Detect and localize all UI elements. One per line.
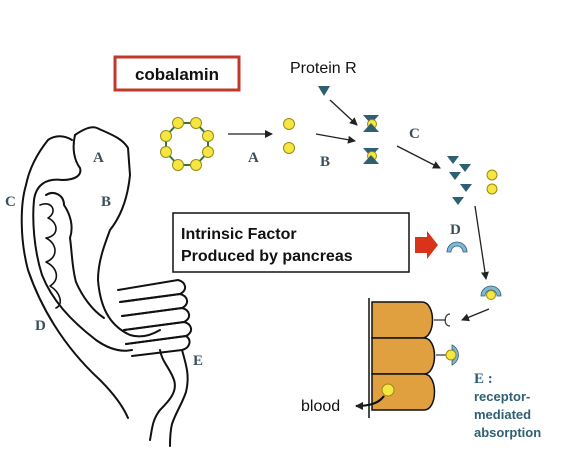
degraded-r-protein bbox=[447, 156, 472, 205]
digestive-tract-drawing bbox=[20, 126, 192, 447]
receptor-empty bbox=[434, 313, 451, 327]
protein-r-label: Protein R bbox=[290, 60, 357, 77]
enterocyte-2 bbox=[371, 337, 436, 375]
stomach-label-c: C bbox=[5, 194, 16, 210]
stomach-label-a: A bbox=[93, 150, 104, 166]
intrinsic-factor-line2: Produced by pancreas bbox=[181, 248, 353, 265]
released-cobalamin bbox=[486, 169, 498, 195]
arrow-a-label: A bbox=[248, 150, 259, 166]
intestinal-folds bbox=[39, 203, 62, 309]
intestinal-lumen bbox=[45, 192, 105, 319]
protein-r-free bbox=[318, 86, 330, 96]
cobalamin-ring bbox=[160, 117, 214, 171]
protein-r-arrow bbox=[329, 99, 358, 126]
absorbed-cobalamin bbox=[381, 383, 395, 397]
enterocytes bbox=[371, 301, 436, 411]
blood-arrow bbox=[355, 395, 385, 410]
receptor-bound bbox=[436, 344, 459, 366]
if-b12-complex bbox=[480, 285, 502, 300]
stomach-inner-curve bbox=[32, 134, 133, 352]
absorption-caption-1: receptor- bbox=[474, 389, 530, 404]
enterocyte-1 bbox=[371, 301, 434, 339]
arrow-to-receptor bbox=[461, 308, 490, 322]
stomach-outline bbox=[74, 126, 161, 338]
cobalamin-label: cobalamin bbox=[135, 65, 219, 84]
arrow-b bbox=[315, 133, 356, 144]
esophagus-outline bbox=[25, 135, 73, 186]
intrinsic-factor-cup bbox=[446, 241, 468, 253]
if-label-d: D bbox=[450, 222, 461, 238]
absorption-caption-3: absorption bbox=[474, 425, 541, 440]
duodenum-outer bbox=[20, 184, 129, 419]
cobalamin-box bbox=[113, 55, 241, 92]
absorption-stage-label: E : bbox=[474, 371, 493, 387]
highlight-arrow bbox=[415, 231, 438, 259]
intrinsic-factor-line1: Intrinsic Factor bbox=[181, 226, 297, 243]
jejunum-coils bbox=[117, 279, 192, 447]
blood-label: blood bbox=[301, 398, 340, 415]
intestine-label-d: D bbox=[35, 318, 46, 334]
free-cobalamin bbox=[283, 118, 295, 154]
r-protein-complex bbox=[363, 115, 379, 164]
arrow-b-label: B bbox=[320, 154, 330, 170]
arrow-c-label: C bbox=[409, 126, 420, 142]
stomach-label-b: B bbox=[101, 194, 111, 210]
intrinsic-factor-box bbox=[172, 212, 410, 273]
arrow-c bbox=[396, 145, 441, 169]
enterocyte-3 bbox=[371, 373, 436, 411]
intestine-label-e: E bbox=[193, 353, 203, 369]
absorption-caption-2: mediated bbox=[474, 407, 531, 422]
arrow-to-complex bbox=[474, 205, 489, 280]
